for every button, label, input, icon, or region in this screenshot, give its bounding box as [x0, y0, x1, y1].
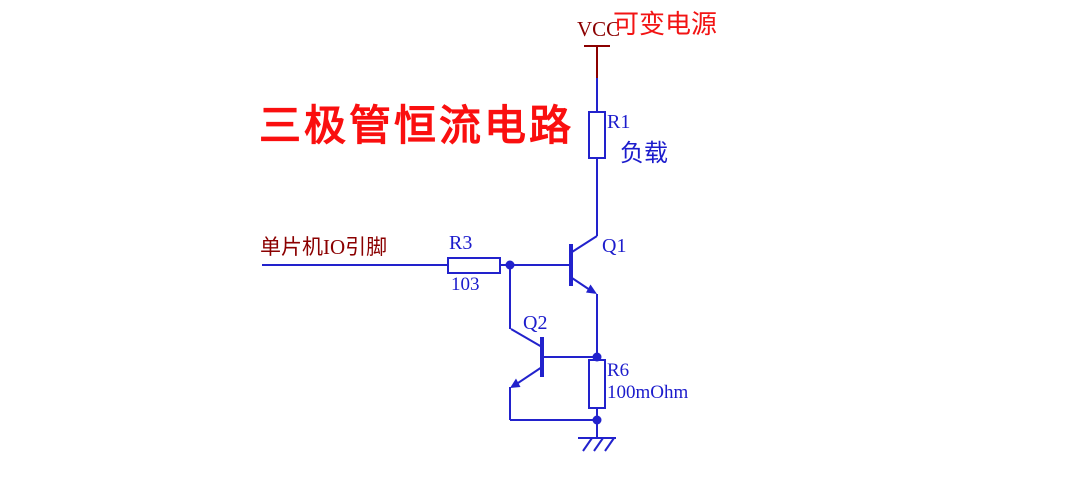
ground-hatch-2 [593, 437, 604, 452]
resistor-r1-body [588, 111, 606, 159]
resistor-r3-body [447, 257, 501, 274]
r6-ref-label: R6 [607, 360, 630, 381]
r3-value-label: 103 [451, 274, 480, 295]
q2-collector-lead [510, 328, 543, 348]
q1-emitter-lead [571, 277, 591, 291]
vcc-power-port-symbol [584, 45, 610, 78]
input-net-label: 单片机IO引脚 [260, 235, 388, 259]
r1-load-annotation: 负载 [620, 141, 668, 167]
q1-ref-label: Q1 [602, 235, 627, 257]
r3-ref-label: R3 [449, 232, 473, 254]
q2-ref-label: Q2 [523, 312, 548, 334]
r1-ref-label: R1 [607, 111, 631, 133]
resistor-r6-body [588, 359, 606, 409]
ground-symbol [578, 437, 616, 452]
ground-hatch-1 [582, 437, 593, 452]
vcc-net-label: VCC [577, 17, 621, 41]
q2-emitter-lead [517, 366, 543, 384]
power-supply-note: 可变电源 [613, 10, 718, 39]
junction-q1-emitter-r6 [592, 352, 602, 362]
q2-emitter-arrow [510, 378, 521, 388]
transistor-q1-symbol [569, 235, 598, 294]
page-title: 三极管恒流电路 [259, 102, 575, 149]
q1-emitter-arrow [586, 284, 597, 294]
junction-dots [505, 260, 602, 425]
transistor-q2-symbol [510, 328, 544, 388]
q1-collector-lead [571, 235, 598, 253]
ground-hatch-3 [604, 437, 615, 452]
junction-q1-base [505, 260, 515, 270]
junction-r6-bottom [592, 415, 602, 425]
r6-value-label: 100mOhm [607, 382, 689, 403]
